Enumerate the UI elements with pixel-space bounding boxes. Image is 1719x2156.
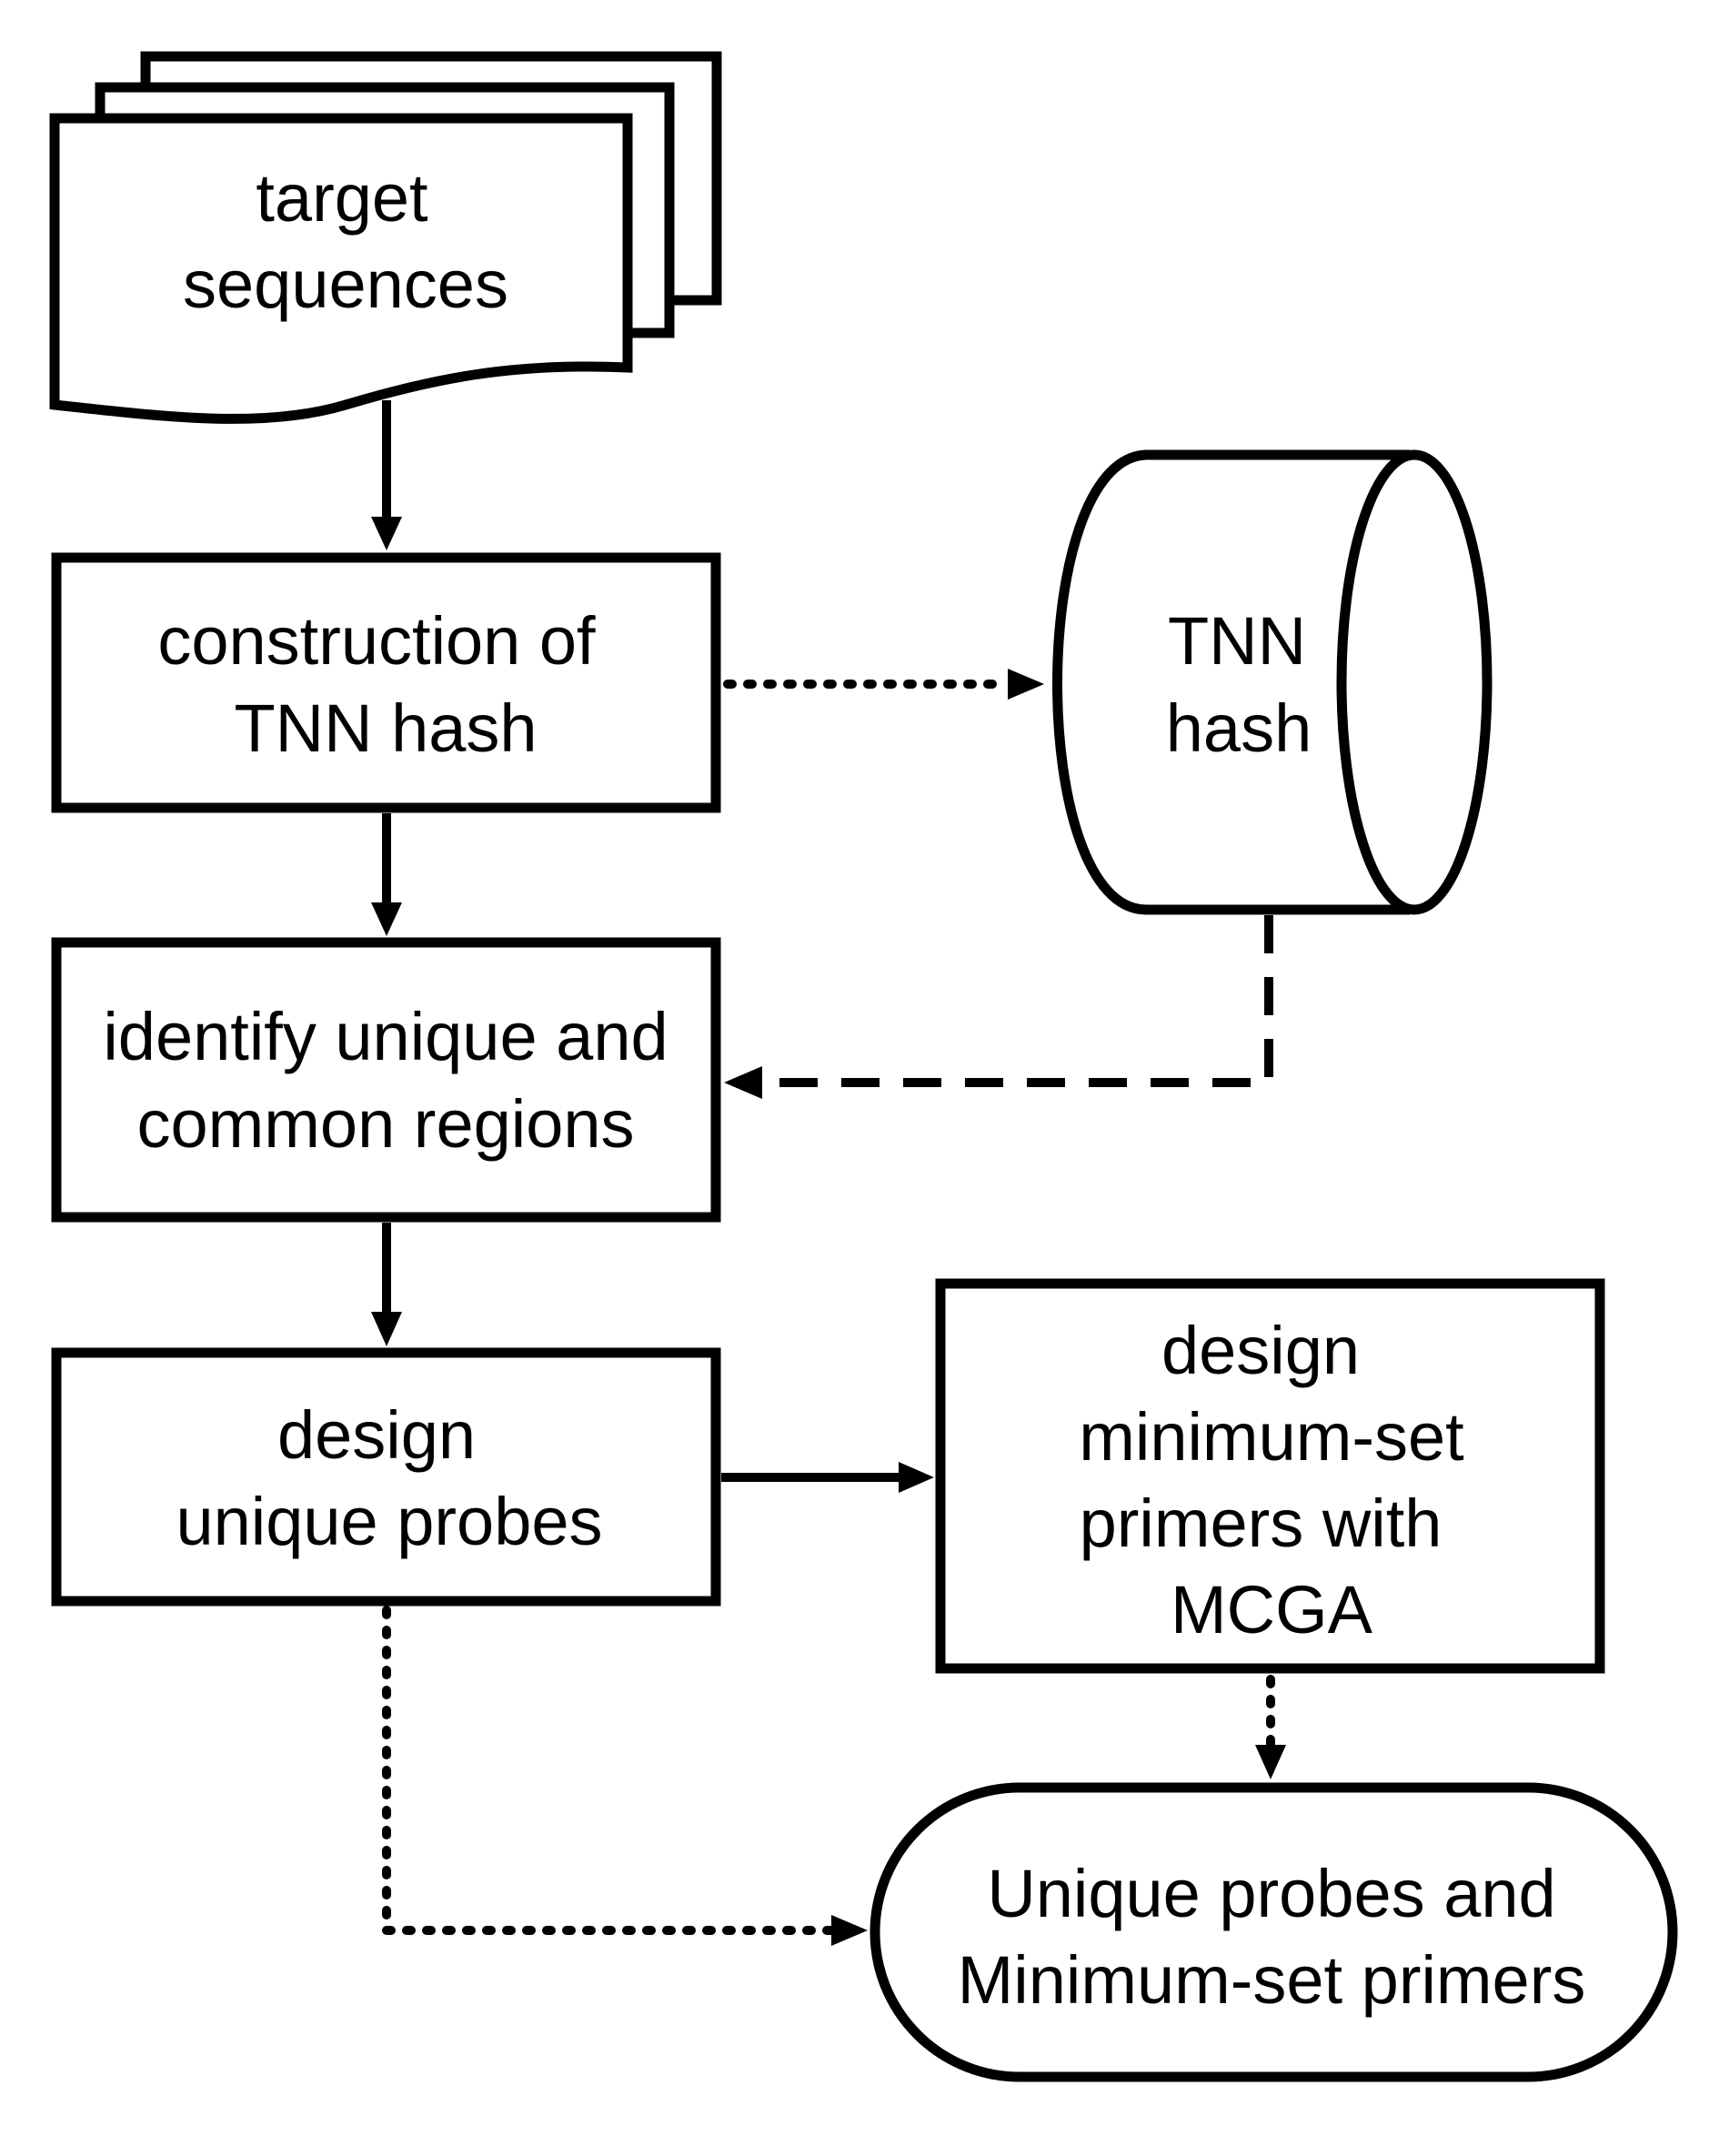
target-sequences-line-1: target (256, 160, 428, 236)
arrowhead-icon (1255, 1745, 1286, 1779)
node-design-unique-probes: design unique probes (51, 1347, 721, 1607)
primers-line-2: minimum-set (1079, 1399, 1464, 1475)
edge-primers-to-output (1255, 1675, 1286, 1779)
target-sequences-line-2: sequences (183, 247, 508, 322)
node-output-result: Unique probes and Minimum-set primers (870, 1782, 1678, 2082)
process-box-identify (51, 937, 721, 1223)
document-shape-front (49, 113, 633, 424)
output-line-1: Unique probes and (987, 1856, 1555, 1931)
probes-line-1: design (277, 1397, 476, 1473)
edge-construction-to-tnn-hash (723, 669, 1044, 700)
arrowhead-icon (371, 1312, 402, 1346)
arrowhead-icon (371, 902, 402, 936)
terminator-shape-output (870, 1782, 1678, 2082)
node-identify-regions: identify unique and common regions (51, 937, 721, 1223)
construction-line-1: construction of (157, 603, 596, 679)
construction-line-2: TNN hash (234, 690, 537, 766)
edge-construction-to-identify (371, 813, 402, 936)
arrowhead-icon (831, 1915, 868, 1946)
edge-probes-to-output (382, 1606, 868, 1946)
edge-probes-to-primers (721, 1462, 934, 1493)
identify-line-1: identify unique and (103, 999, 668, 1074)
arrowhead-icon (371, 517, 402, 550)
identify-line-2: common regions (136, 1086, 634, 1162)
arrowhead-icon (1008, 669, 1044, 700)
node-target-sequences: target sequences (49, 51, 722, 424)
output-line-2: Minimum-set primers (958, 1942, 1586, 2018)
primers-line-1: design (1161, 1313, 1360, 1388)
primers-line-4: MCGA (1171, 1572, 1373, 1647)
primers-line-3: primers with (1080, 1486, 1443, 1561)
tnn-hash-line-1: TNN (1168, 603, 1306, 679)
cylinder-end-cap (1336, 449, 1493, 915)
tnn-hash-line-2: hash (1166, 690, 1312, 766)
process-box-construction (51, 552, 721, 813)
edge-tnn-hash-to-identify (724, 915, 1273, 1099)
node-design-primers-mcga: design minimum-set primers with MCGA (935, 1278, 1605, 1674)
arrowhead-icon (724, 1066, 762, 1099)
probes-line-2: unique probes (176, 1484, 602, 1559)
node-construction-tnn-hash: construction of TNN hash (51, 552, 721, 813)
arrowhead-icon (899, 1462, 934, 1493)
edge-identify-to-probes (371, 1223, 402, 1346)
process-box-primers (935, 1278, 1605, 1674)
node-tnn-hash-database: TNN hash (1052, 449, 1493, 915)
process-box-probes (51, 1347, 721, 1607)
edge-line (762, 915, 1273, 1087)
edge-targets-to-construction (371, 400, 402, 550)
edge-line (382, 1606, 837, 1935)
cylinder-body (1052, 449, 1410, 915)
